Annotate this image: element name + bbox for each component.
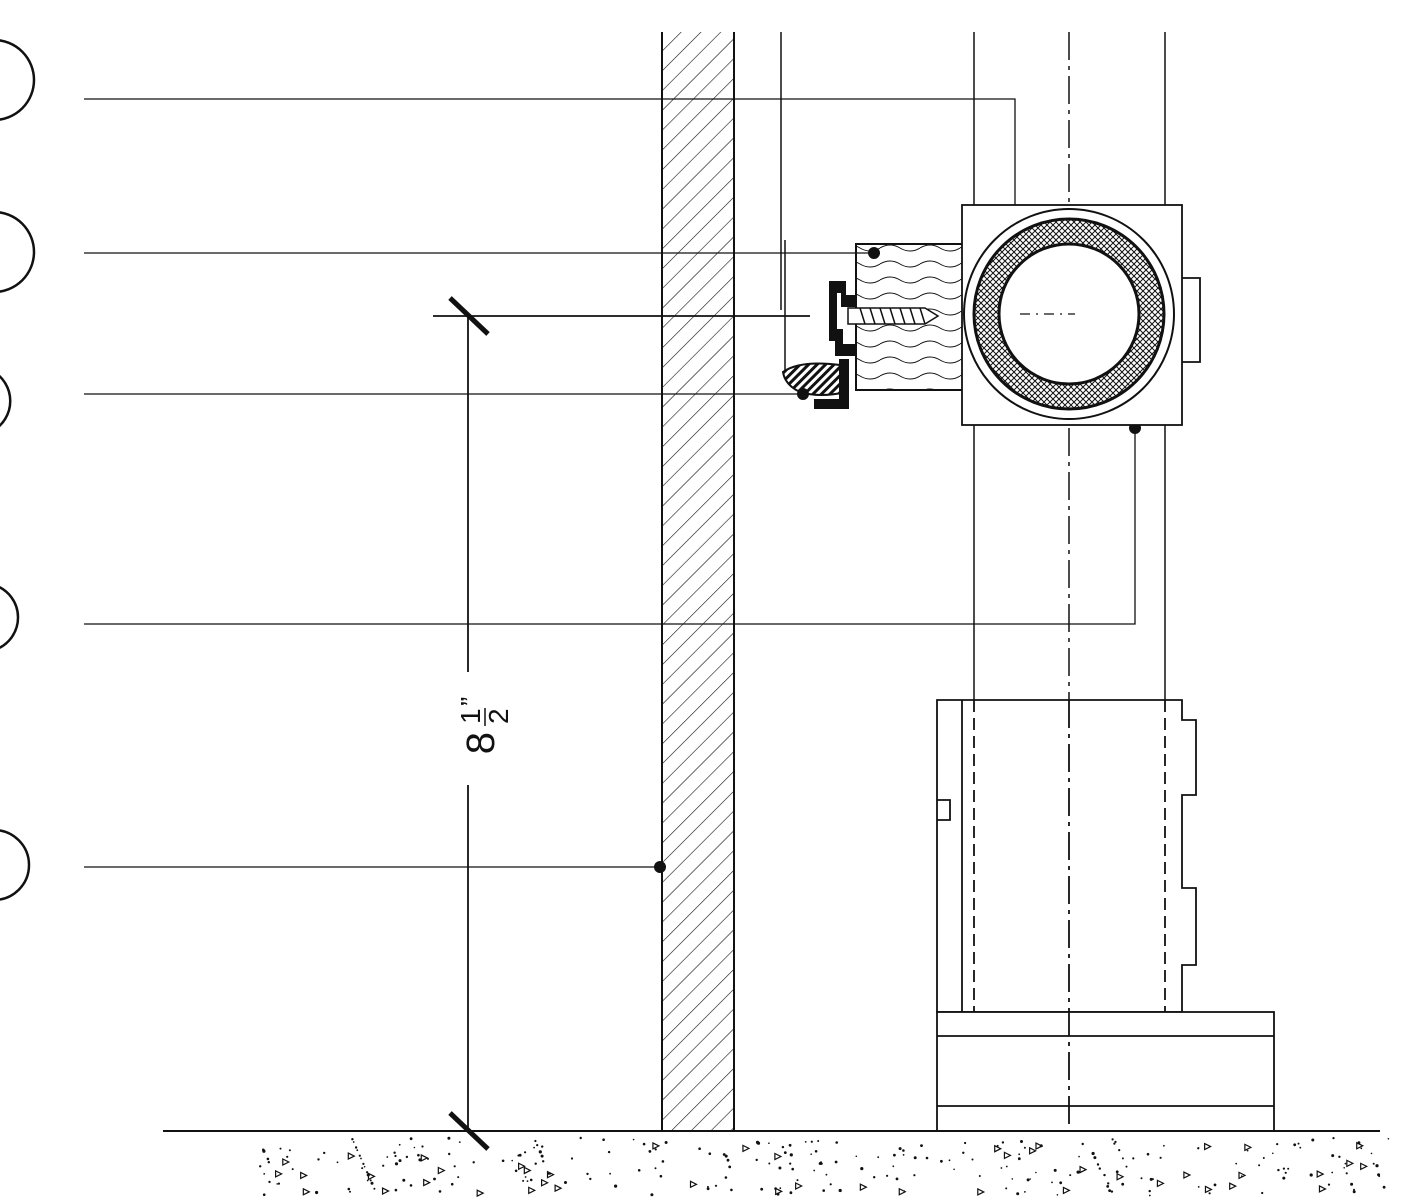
- callout-2-bubble: [0, 211, 36, 293]
- screw: [847, 307, 940, 325]
- pipe: [963, 208, 1175, 420]
- dimension-whole: 8: [459, 732, 503, 754]
- dimension-label: 8 1 2 ”: [455, 697, 514, 755]
- callout-5-bubble: [0, 829, 31, 901]
- wall-section: [661, 32, 735, 1131]
- callout-1-bubble: [0, 39, 36, 121]
- dimension-denominator: 2: [483, 708, 514, 724]
- dimension-unit: ”: [455, 697, 486, 706]
- callout-4-bubble: [0, 586, 20, 649]
- base-bracket: [936, 699, 1275, 1132]
- dimension-8-half: [433, 296, 810, 1151]
- dimension-numerator: 1: [455, 708, 486, 724]
- leader-line-1: [84, 98, 1016, 258]
- callout-3-bubble: [0, 375, 12, 427]
- rubber-seal: [781, 240, 848, 396]
- concrete-slab-stipple: [259, 1136, 1390, 1198]
- leader-line-4: [84, 428, 1136, 625]
- callout-bubbles: [0, 39, 36, 901]
